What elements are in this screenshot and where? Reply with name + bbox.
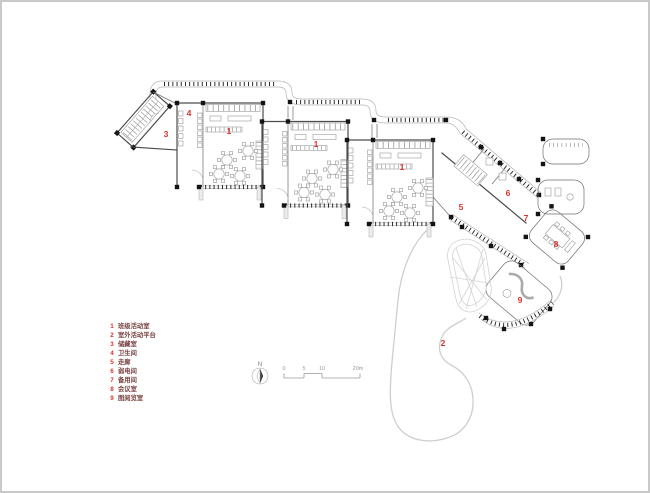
room-number-labels: 1 1 1 2 3 4 5 6 7 8 9 [164,108,559,348]
legend-item-2-number: 2 [110,332,114,339]
room-label-reading: 9 [518,295,523,305]
room-label-low-voltage: 6 [506,188,511,198]
north-label: N [258,361,263,368]
legend-item-7-number: 7 [110,377,114,384]
room-label-classroom-1: 1 [227,126,232,136]
scale-tick-5: 5 [302,366,305,372]
legend-item-7-label: 备用间 [117,375,137,384]
legend-item-9-label: 图阅览室 [118,393,144,402]
room-label-corridor: 5 [459,202,464,212]
legend-item-4-label: 卫生间 [118,348,137,357]
legend-item-5-label: 走廊 [117,357,131,366]
legend-item-6-label: 弱电间 [118,366,137,375]
meeting-room [523,204,591,270]
play-structure [447,238,492,313]
outdoor-platform [389,228,563,442]
canopy-band [149,80,542,198]
legend-item-2-label: 室外活动平台 [118,330,156,339]
scale-tick-0: 0 [282,366,285,372]
scale-bar: 0 5 10 20m [282,366,364,379]
legend: 1 班级活动室 2 室外活动平台 3 储藏室 4 卫生间 5 走廊 6 弱电间 … [110,321,156,402]
compass-circle [251,367,269,385]
room-label-classroom-3: 1 [400,162,405,172]
legend-item-9-number: 9 [110,395,114,402]
room-label-classroom-2: 1 [314,139,319,149]
room-label-storage: 3 [164,129,169,139]
stair-wing [113,88,178,151]
legend-item-3-number: 3 [110,341,114,348]
north-needle-light [256,368,261,384]
legend-item-8-number: 8 [110,386,114,393]
room-label-outdoor-platform: 2 [441,338,446,348]
room-label-meeting: 8 [554,239,559,249]
legend-item-4-number: 4 [110,350,114,357]
admin-wing [432,148,530,269]
legend-item-6-number: 6 [110,368,114,375]
wing-staircase [453,154,488,187]
legend-item-8-label: 会议室 [118,384,138,393]
legend-item-1-label: 班级活动室 [118,321,150,330]
north-needle-dark [260,368,264,384]
scale-tick-10: 10 [319,366,325,372]
compass: N [251,361,269,385]
storage-room [130,91,178,151]
room-label-spare: 7 [524,213,529,223]
legend-item-3-label: 储藏室 [118,339,138,348]
scale-tick-20m: 20m [353,366,364,372]
legend-item-1-number: 1 [110,323,114,330]
reading-room [478,260,555,332]
room-label-toilet: 4 [187,108,192,118]
legend-item-5-number: 5 [110,359,114,366]
